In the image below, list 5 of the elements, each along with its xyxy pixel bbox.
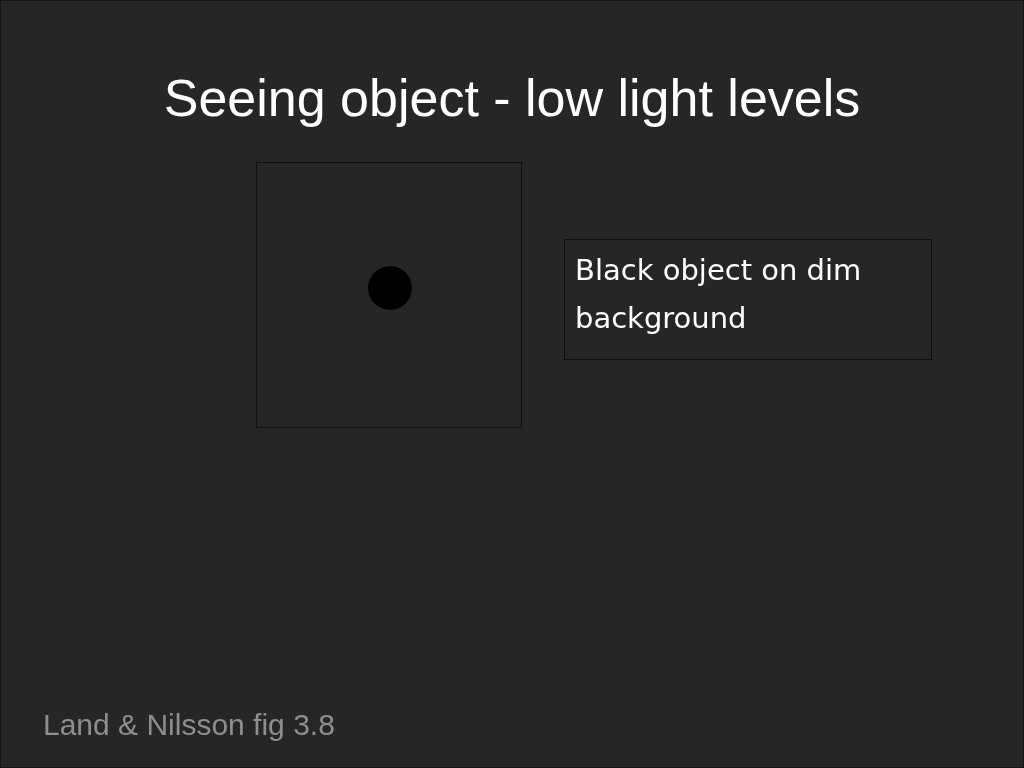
box-text: Black object on dim background (575, 252, 863, 337)
citation-text: Land & Nilsson fig 3.8 (43, 707, 335, 743)
picture-frame (256, 162, 522, 428)
slide-title: Seeing object - low light levels (163, 68, 861, 129)
dot-icon (368, 266, 412, 310)
